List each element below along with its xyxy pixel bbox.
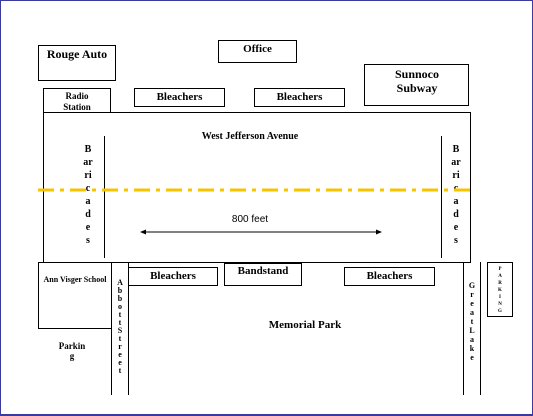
west-jefferson-avenue-street (43, 112, 471, 263)
bandstand-building (224, 263, 302, 286)
parking-right-lot (487, 262, 513, 317)
sunoco-subway-label: Sunnoco Subway (394, 67, 440, 95)
rouge-auto-building (38, 45, 116, 81)
ann-visger-school-building (38, 262, 112, 329)
abbott-street-left-edge (111, 262, 112, 395)
bleachers-top-right (254, 88, 345, 107)
great-lakes-label: G r e a t L a k e (468, 281, 476, 362)
avenue-label: West Jefferson Avenue (201, 131, 299, 142)
bleachers-top-left-label: Bleachers (156, 91, 203, 103)
bandstand-label: Bandstand (237, 265, 289, 277)
sunoco-subway-building (364, 64, 469, 106)
great-lakes-left-edge (463, 262, 464, 395)
bleachers-bottom-left-label: Bleachers (150, 270, 196, 282)
left-barricades-label: B ar ri c a d e s (83, 144, 93, 246)
bleachers-bottom-left (128, 267, 218, 286)
bleachers-top-left (134, 88, 225, 107)
right-barricade-line (441, 136, 442, 258)
school-label: Ann Visger School (43, 275, 107, 284)
distance-label: 800 feet (231, 214, 269, 225)
memorial-park-label: Memorial Park (268, 319, 342, 331)
parking-right-label: P A R K I N G (498, 267, 502, 314)
bleachers-top-right-label: Bleachers (276, 91, 323, 103)
bleachers-bottom-right (344, 267, 435, 286)
bleachers-bottom-right-label: Bleachers (366, 270, 413, 282)
left-barricade-line (104, 136, 105, 258)
radio-station-label: Radio Station (63, 91, 91, 112)
rouge-auto-label: Rouge Auto (46, 47, 108, 61)
office-label: Office (243, 43, 272, 55)
abbott-street-label: A b b o t t S t r e e t (117, 278, 123, 375)
parking-left-label: Parkin g (58, 341, 86, 361)
abbott-street-right-edge (128, 262, 129, 395)
office-building (218, 40, 297, 63)
great-lakes-right-edge (480, 262, 481, 395)
